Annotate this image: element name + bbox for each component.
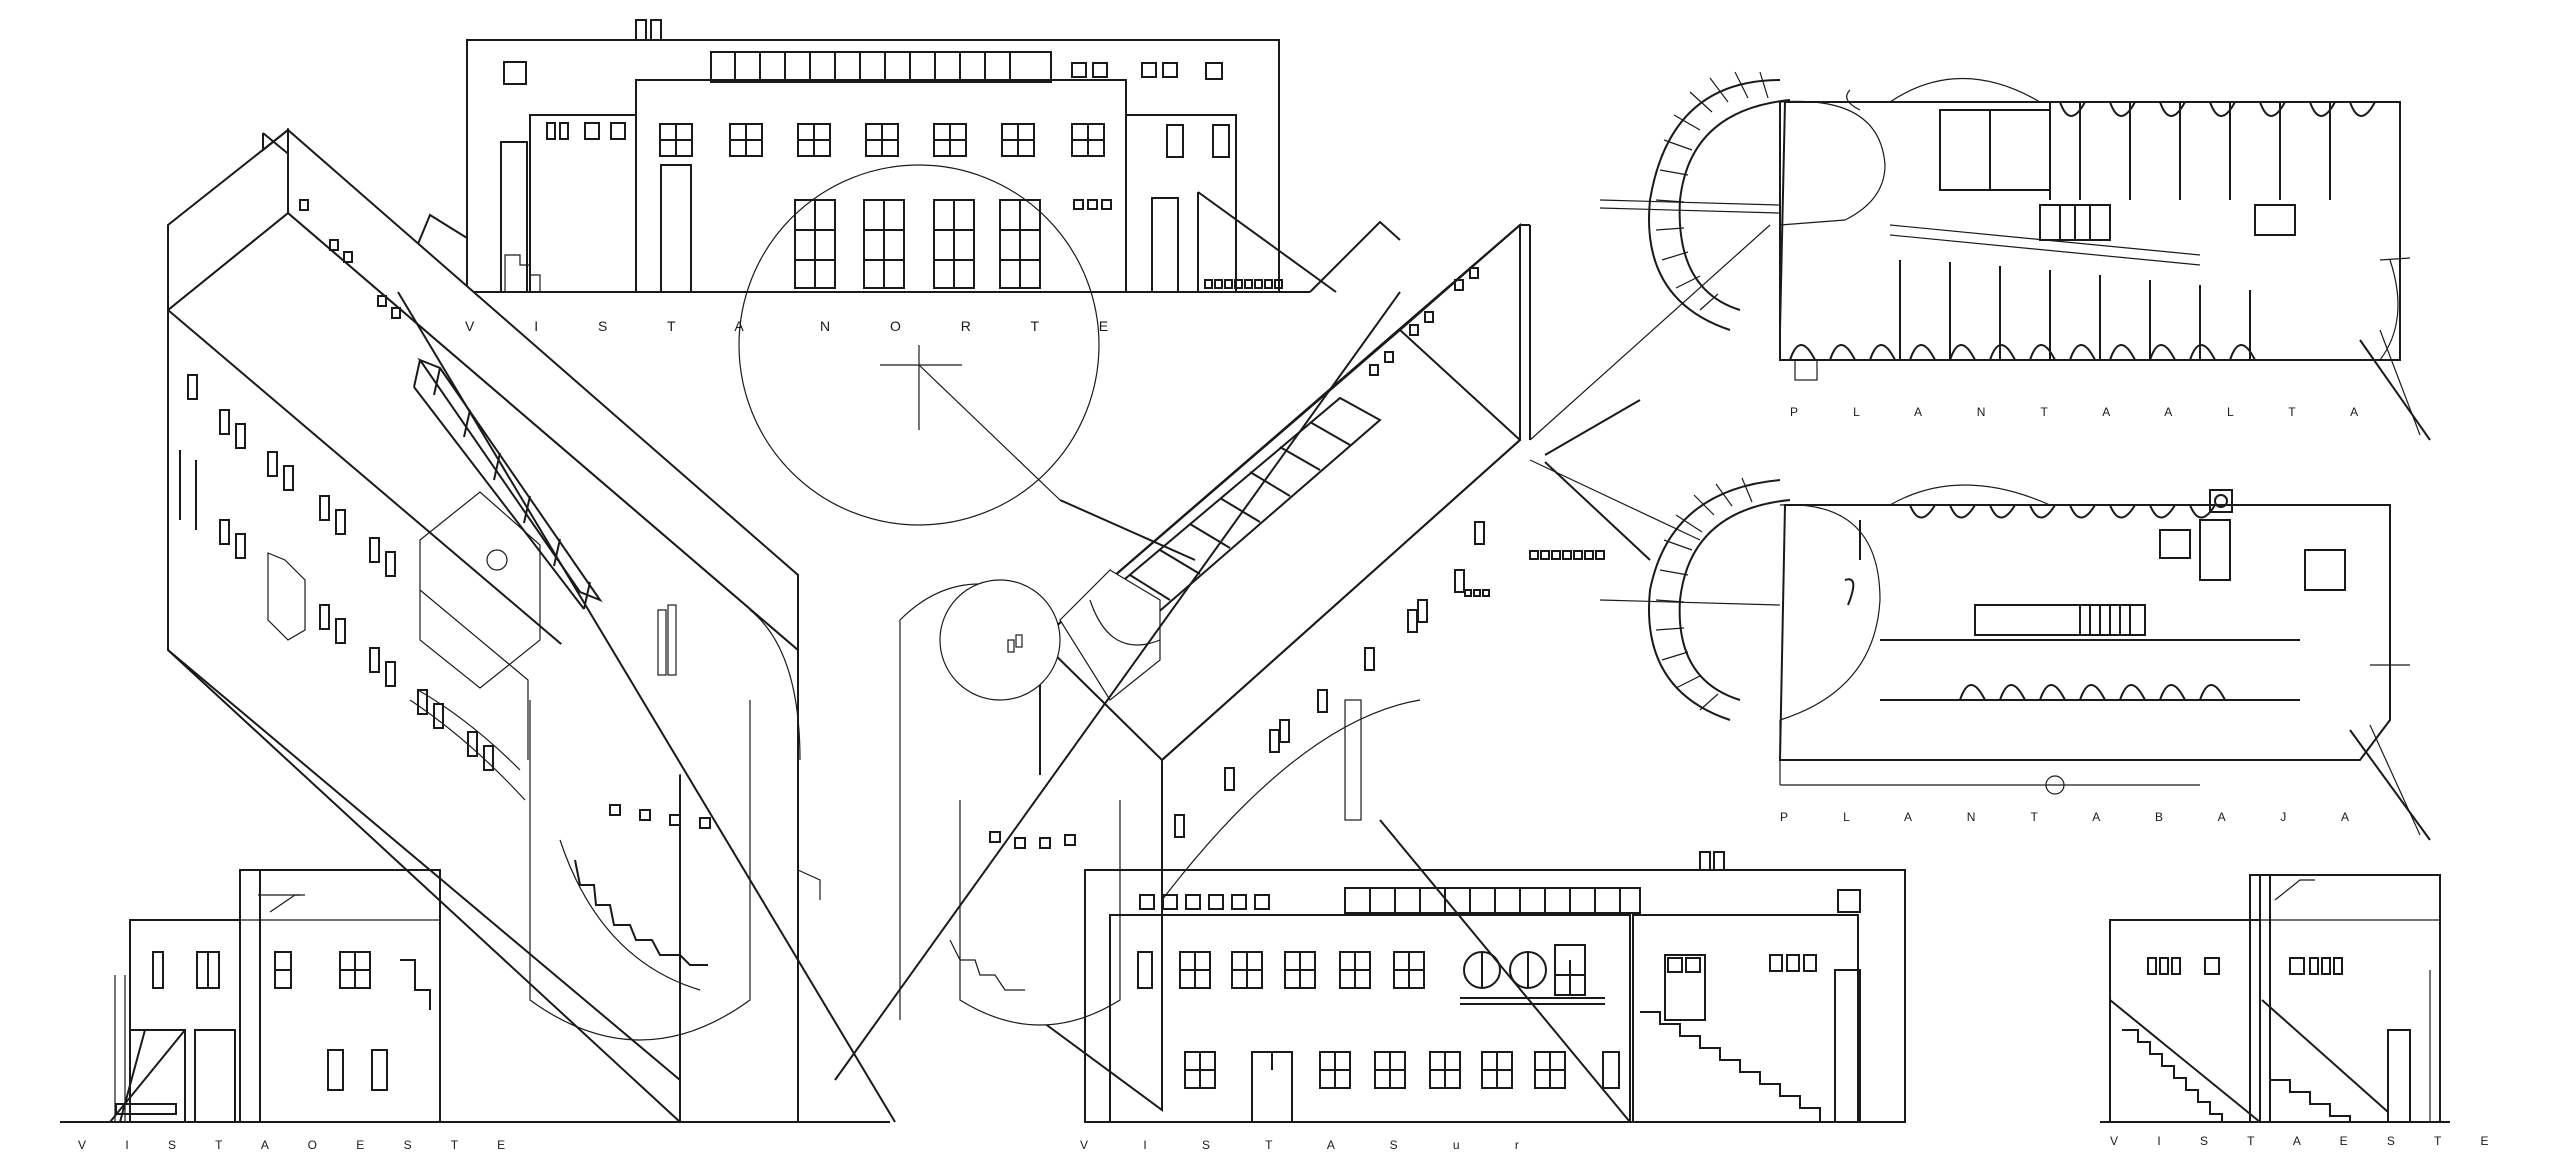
left-axonometric-view (167, 127, 821, 1123)
label-planta-baja: P L A N T A B A J A (1780, 810, 2375, 824)
right-axonometric-view (899, 222, 1771, 1112)
label-vista-oeste: V I S T A O E S T E (78, 1138, 524, 1152)
projection-lines (397, 291, 1651, 1123)
upper-floor-plan (1599, 71, 2431, 441)
west-elevation (60, 869, 890, 1123)
label-vista-norte-norte: N O R T E (820, 318, 1137, 334)
south-elevation (1084, 851, 1906, 1123)
label-vista-norte-vista: V I S T A (465, 318, 772, 334)
ground-floor-plan (1599, 477, 2431, 841)
label-planta-alta: P L A N T A A L T A (1790, 405, 2385, 419)
label-vista-sur: V I S T A S u r (1080, 1138, 1545, 1152)
east-elevation (2100, 874, 2450, 1123)
label-vista-este: V I S T A E S T E (2110, 1134, 2507, 1148)
